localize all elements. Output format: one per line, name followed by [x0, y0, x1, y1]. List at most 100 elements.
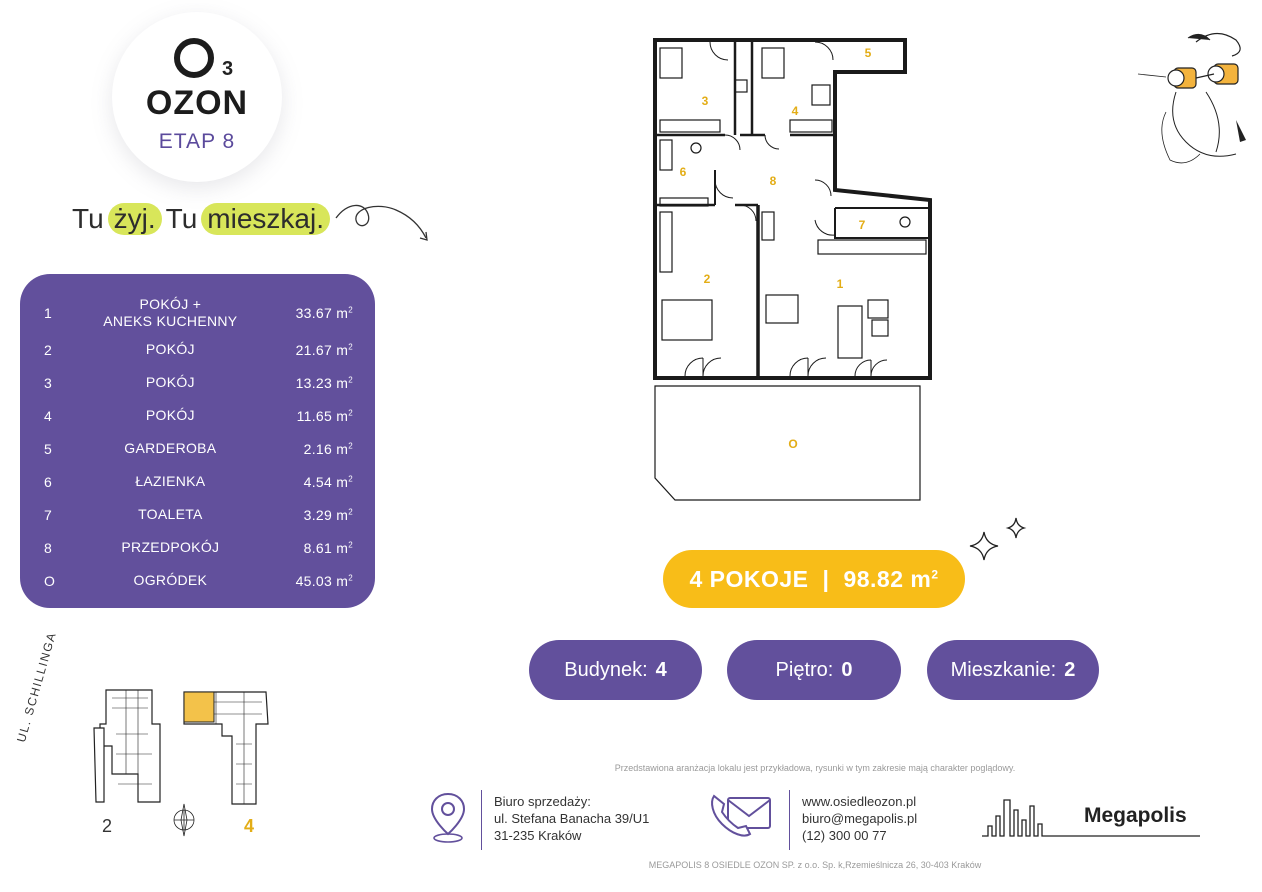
sales-office: Biuro sprzedaży: ul. Stefana Banacha 39/…	[494, 793, 649, 844]
room-name: POKÓJ	[145, 341, 195, 357]
building-number-label-selected: 4	[244, 816, 255, 836]
logo-subscript: 3	[222, 58, 234, 80]
summary-separator: |	[822, 565, 830, 592]
room-number: 7	[44, 506, 53, 523]
slogan: Tu żyj. Tu mieszkaj.	[72, 203, 330, 235]
plan-label-room-7: 7	[859, 218, 866, 232]
street-label: UL. SCHILLINGA	[14, 630, 59, 744]
room-area: 4.54 m2	[259, 474, 353, 490]
room-name: POKÓJ	[145, 374, 195, 390]
email-link[interactable]: biuro@megapolis.pl	[802, 811, 918, 826]
room-row: 2 POKÓJ 21.67 m2	[42, 333, 353, 366]
plan-label-room-3: 3	[702, 94, 709, 108]
room-area: 13.23 m2	[259, 375, 353, 391]
room-number: 3	[44, 374, 53, 391]
ozone-logo-icon	[174, 38, 214, 78]
area-unit: 2	[348, 572, 353, 582]
summary-area-value: 98.82 m	[843, 565, 932, 592]
room-name: POKÓJ	[145, 407, 195, 423]
website-link[interactable]: www.osiedleozon.pl	[802, 794, 917, 809]
swirl-arrow-icon	[335, 204, 428, 241]
office-street: ul. Stefana Banacha 39/U1	[494, 811, 650, 826]
room-area-value: 3.29 m	[303, 506, 349, 523]
floor-pill: Piętro: 0	[727, 640, 901, 700]
room-area-value: 8.61 m	[303, 539, 349, 556]
summary-badge: 4 POKOJE | 98.82 m2	[663, 550, 965, 608]
building-label: Budynek:	[564, 658, 648, 681]
summary-area-unit: 2	[931, 566, 939, 581]
room-name-line: POKÓJ +	[139, 295, 202, 312]
plan-label-garden: O	[788, 437, 797, 451]
room-name: OGRÓDEK	[133, 572, 208, 588]
building-value: 4	[655, 658, 667, 681]
room-name: ŁAZIENKA	[135, 473, 206, 489]
room-row: 1 POKÓJ + ANEKS KUCHENNY 33.67 m2	[42, 292, 353, 333]
logo-name: OZON	[145, 84, 249, 122]
slogan-word: Tu	[165, 203, 198, 234]
room-area: 11.65 m2	[259, 408, 353, 424]
room-row: 4 POKÓJ 11.65 m2	[42, 399, 353, 432]
logo-stage: ETAP 8	[158, 130, 236, 153]
room-name: PRZEDPOKÓJ	[121, 539, 220, 555]
room-area-value: 21.67 m	[295, 341, 349, 358]
contact-info: www.osiedleozon.pl biuro@megapolis.pl (1…	[802, 793, 917, 844]
area-unit: 2	[348, 539, 353, 549]
developer-name: Megapolis	[1084, 804, 1187, 827]
room-area-value: 2.16 m	[303, 440, 349, 457]
phone-number: (12) 300 00 77	[802, 828, 887, 843]
room-area-value: 4.54 m	[303, 473, 349, 490]
room-area: 45.03 m2	[259, 573, 353, 589]
floor-value: 0	[841, 658, 853, 681]
slogan-highlight: mieszkaj.	[201, 203, 330, 235]
room-row: 6 ŁAZIENKA 4.54 m2	[42, 465, 353, 498]
room-number: 1	[44, 304, 53, 321]
room-row: 8 PRZEDPOKÓJ 8.61 m2	[42, 531, 353, 564]
room-area: 2.16 m2	[259, 441, 353, 457]
footer-divider	[481, 790, 482, 850]
room-number: 2	[44, 341, 53, 358]
area-unit: 2	[348, 341, 353, 351]
plan-label-room-5: 5	[865, 46, 872, 60]
apartment-value: 2	[1064, 658, 1076, 681]
building-pill: Budynek: 4	[529, 640, 702, 700]
room-number: 5	[44, 440, 53, 457]
floor-label: Piętro:	[775, 658, 834, 681]
disclaimer-text: Przedstawiona aranżacja lokalu jest przy…	[614, 763, 1016, 773]
footer-divider	[789, 790, 790, 850]
area-unit: 2	[348, 473, 353, 483]
room-area-value: 11.65 m	[296, 407, 349, 424]
mail-phone-icon	[711, 794, 771, 837]
room-row: 5 GARDEROBA 2.16 m2	[42, 432, 353, 465]
room-list: 1 POKÓJ + ANEKS KUCHENNY 33.67 m2 2 POKÓ…	[20, 274, 375, 608]
room-number: 6	[44, 473, 53, 490]
plan-label-room-2: 2	[704, 272, 711, 286]
site-map	[93, 689, 269, 837]
room-name-line: ANEKS KUCHENNY	[103, 312, 238, 329]
plan-label-room-6: 6	[680, 165, 687, 179]
megapolis-skyline-logo-icon	[982, 799, 1200, 837]
sparkle-icon	[969, 517, 1027, 561]
office-city: 31-235 Kraków	[494, 828, 582, 843]
room-name: TOALETA	[138, 506, 203, 522]
room-area: 8.61 m2	[259, 540, 353, 556]
plan-label-room-1: 1	[837, 277, 844, 291]
area-unit: 2	[348, 440, 353, 450]
room-name: GARDEROBA	[124, 440, 217, 456]
slogan-highlight: żyj.	[107, 203, 162, 235]
room-row: O OGRÓDEK 45.03 m2	[42, 564, 353, 597]
floor-plan: 1 2 3 4 5 6 7 8 O	[653, 38, 932, 501]
room-area: 21.67 m2	[259, 342, 353, 358]
room-area: 33.67 m2	[259, 305, 353, 321]
apartment-label: Mieszkanie:	[950, 658, 1057, 681]
legal-text: MEGAPOLIS 8 OSIEDLE OZON SP. z o.o. Sp. …	[648, 860, 982, 870]
room-name: POKÓJ + ANEKS KUCHENNY	[82, 296, 260, 330]
room-area-value: 13.23 m	[295, 374, 349, 391]
building-number-label: 2	[102, 816, 113, 836]
room-area: 3.29 m2	[259, 507, 353, 523]
plan-label-room-8: 8	[770, 174, 777, 188]
office-title: Biuro sprzedaży:	[494, 794, 591, 809]
slogan-word: Tu	[72, 203, 104, 234]
area-unit: 2	[348, 506, 353, 516]
binoculars-illustration-icon	[1137, 32, 1246, 164]
location-pin-icon	[430, 792, 466, 843]
